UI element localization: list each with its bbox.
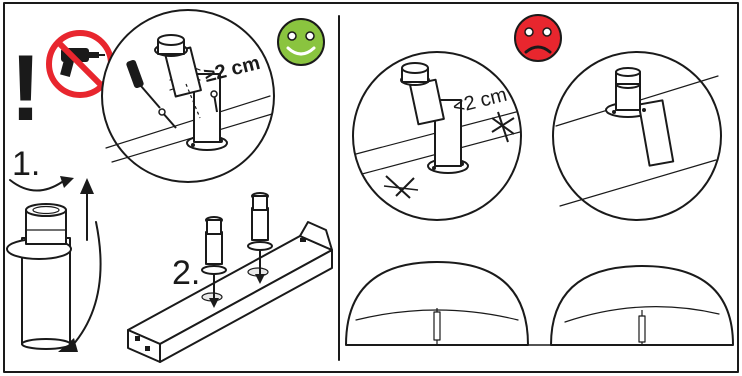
detail-circle-correct <box>102 10 274 182</box>
step2-label: 2. <box>172 254 200 292</box>
rail-beam <box>128 222 332 362</box>
happy-face-icon <box>278 19 324 65</box>
detail-circle-too-close <box>353 52 521 220</box>
warning-mark: ! <box>10 35 41 140</box>
lift-arrow-icon <box>80 178 94 240</box>
sad-face-icon <box>515 15 561 61</box>
detail-circle-no-screws <box>553 52 721 220</box>
tube-post-large <box>7 204 71 349</box>
step1-label: 1. <box>12 145 40 183</box>
dome-left <box>346 262 528 345</box>
dome-right <box>551 266 733 345</box>
